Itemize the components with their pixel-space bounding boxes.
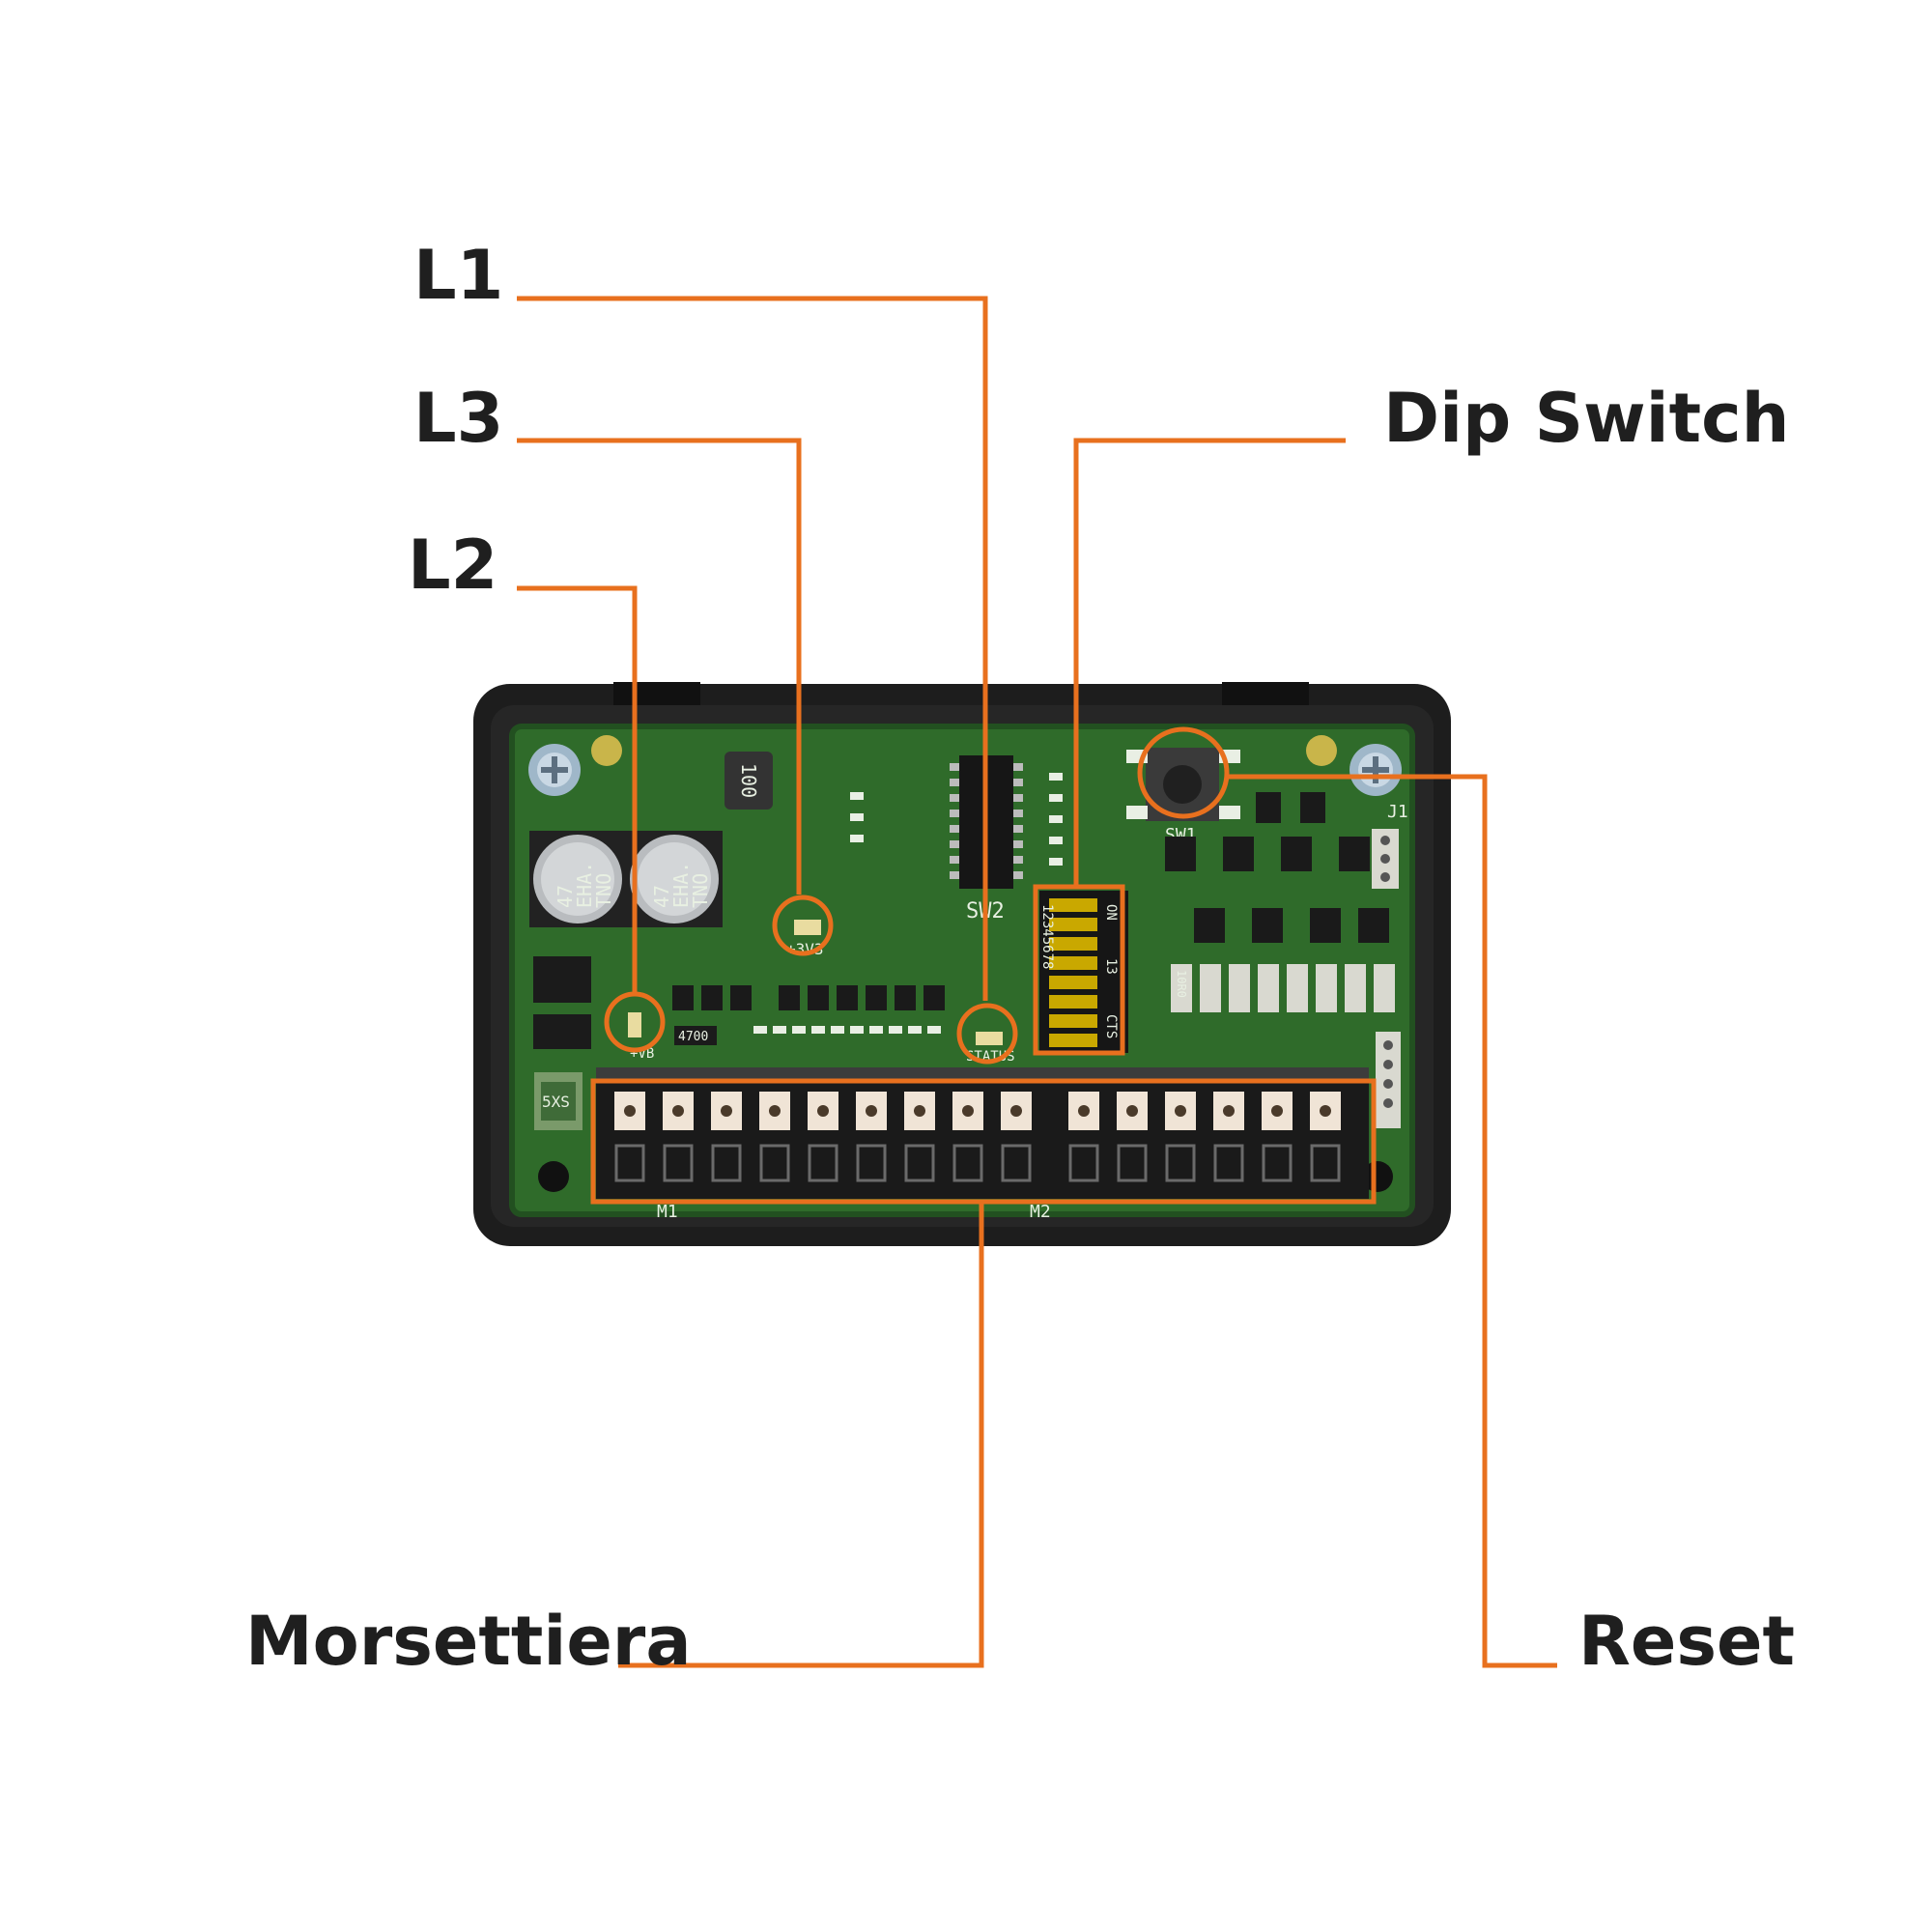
callout-line-reset	[1225, 774, 1557, 1668]
highlight-terminal-block	[590, 1078, 1377, 1205]
led-status	[976, 1032, 1003, 1045]
terminal-m2-silk: M2	[1030, 1202, 1051, 1222]
led-3v3	[794, 920, 821, 935]
callout-line-l3	[517, 438, 802, 895]
cap-left-text-2: EHA.	[573, 862, 596, 908]
highlight-l1-led	[956, 1003, 1018, 1065]
inductor: 100	[724, 752, 773, 810]
pcb-shade	[509, 724, 1415, 1217]
fuse-text: 5XS	[542, 1093, 570, 1111]
dip-side-text: 13	[1103, 958, 1119, 975]
pad-gold-left	[591, 735, 622, 766]
callout-line-morsettiera	[618, 1202, 984, 1668]
diode-smd-2	[533, 1014, 591, 1049]
highlight-reset-button	[1137, 726, 1230, 819]
resistor-4700: 4700	[674, 1026, 717, 1045]
label-reset: Reset	[1578, 1602, 1795, 1681]
header-right-edge	[1376, 1032, 1401, 1128]
callout-line-dip	[1073, 438, 1346, 887]
cap-right-text-2: EHA.	[669, 862, 693, 908]
label-l2: L2	[408, 526, 498, 605]
diode-smd	[533, 956, 591, 1003]
cap-right-text-3: TNO	[689, 873, 712, 908]
terminal-block: M1 M2	[596, 1067, 1369, 1222]
cap-left-text-1: 47	[554, 885, 577, 908]
sense-resistors: 10R0	[1171, 964, 1395, 1012]
capacitor-left: 47 EHA. TNO	[529, 831, 626, 927]
cap-left-text-3: TNO	[592, 873, 615, 908]
callout-line-l1	[517, 296, 988, 1001]
dip-switch: ON 13 CTS 12345678	[1039, 891, 1128, 1053]
callout-lines	[517, 296, 1557, 1668]
pad-gold-right	[1306, 735, 1337, 766]
sense-resistor-text: 10R0	[1175, 970, 1188, 998]
dip-numbers: 12345678	[1039, 904, 1055, 969]
screw-right	[1350, 744, 1402, 796]
hole-bottom-left	[538, 1161, 569, 1192]
highlight-l3-led	[772, 895, 834, 956]
label-l1: L1	[413, 236, 504, 315]
header-j1	[1372, 829, 1399, 889]
label-morsettiera: Morsettiera	[245, 1602, 692, 1681]
screw-left	[528, 744, 581, 796]
hole-bottom-right	[1362, 1161, 1393, 1192]
dip-cts-text: CTS	[1103, 1014, 1119, 1038]
cap-right-text-1: 47	[650, 885, 673, 908]
j1-silk: J1	[1387, 802, 1408, 822]
transistor-row	[672, 985, 945, 1010]
led-vb	[628, 1012, 641, 1037]
terminal-m1-silk: M1	[657, 1202, 678, 1222]
terminal-screws	[614, 1092, 1341, 1182]
resistor-text: 4700	[678, 1030, 708, 1044]
dip-on-text: ON	[1103, 904, 1119, 921]
callout-line-l2	[517, 585, 638, 993]
highlight-l2-led	[604, 991, 666, 1053]
fuse: 5XS	[534, 1072, 582, 1130]
inductor-text: 100	[737, 763, 760, 798]
transistor-bank-right	[1165, 792, 1389, 943]
highlight-dip-switch	[1033, 884, 1125, 1056]
label-dip-switch: Dip Switch	[1383, 379, 1790, 458]
label-l3: L3	[413, 379, 504, 458]
smd-pads	[753, 773, 1063, 1034]
capacitor-right: 47 EHA. TNO	[626, 831, 723, 927]
